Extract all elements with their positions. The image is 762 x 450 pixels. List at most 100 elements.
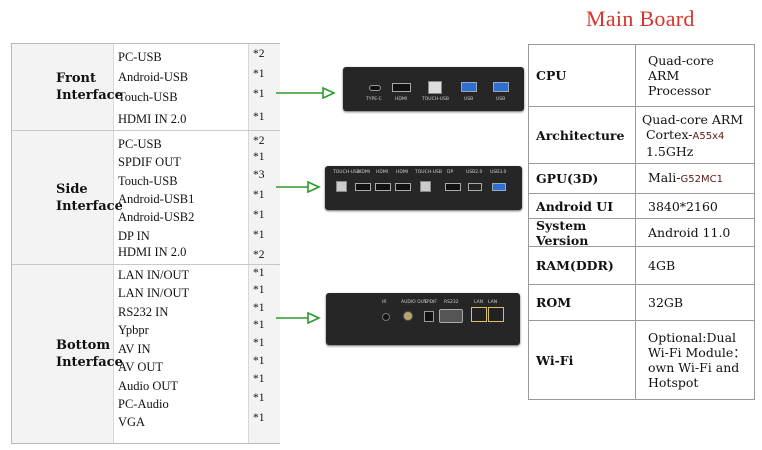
spec-row-architecture: Architecture Quad-core ARM Cortex-A55x4 … [529, 107, 754, 164]
interface-count: *1 [253, 284, 265, 296]
interface-count: *1 [253, 337, 265, 349]
interface-count: *1 [253, 373, 265, 385]
front-arrow-icon [276, 86, 336, 100]
usb-port-icon [493, 82, 509, 92]
interface-item: RS232 IN [118, 305, 169, 319]
header-line: Interface [56, 198, 123, 214]
side-arrow-icon [276, 180, 321, 194]
interface-item: Android-USB [118, 70, 189, 84]
interface-item: DP IN [118, 229, 150, 243]
port-label: RS232 [444, 300, 459, 305]
interface-count: *1 [253, 111, 265, 123]
port-label: HDMI [376, 170, 389, 175]
header-line: Side [56, 181, 88, 197]
port-label: DP [447, 170, 454, 175]
interface-count: *1 [253, 88, 265, 100]
port-label: SPDIF [424, 300, 437, 305]
interface-item: AV IN [118, 342, 151, 356]
interface-count: *1 [253, 302, 265, 314]
spec-row-rom: ROM 32GB [529, 285, 754, 321]
rs232-port-icon [439, 309, 463, 323]
bottom-interface-section: Bottom Interface LAN IN/OUT LAN IN/OUT R… [12, 265, 280, 443]
port-label: TOUCH-USB [333, 170, 360, 175]
interface-count: *2 [253, 48, 265, 60]
spec-key: Android UI [529, 194, 636, 218]
spdif-port-icon [424, 311, 434, 322]
interface-count: *1 [253, 392, 265, 404]
type-c-port-icon [369, 85, 381, 91]
port-label: USB3.0 [490, 170, 507, 175]
side-interface-section: Side Interface PC-USB SPDIF OUT Touch-US… [12, 131, 280, 265]
side-interface-header: Side Interface [12, 131, 123, 264]
interface-item: Android-USB1 [118, 192, 195, 206]
interface-count: *1 [253, 209, 265, 221]
interface-count: *1 [253, 68, 265, 80]
bottom-panel-photo: IR AUDIO OUT SPDIF RS232 LAN LAN [326, 293, 520, 345]
interface-item: HDMI IN 2.0 [118, 245, 187, 259]
port-label: USB [496, 97, 506, 102]
spec-key: ROM [529, 285, 636, 320]
interface-count: *1 [253, 229, 265, 241]
interface-count: *1 [253, 267, 265, 279]
interface-item: PC-USB [118, 50, 162, 64]
interface-item: Ypbpr [118, 323, 149, 337]
interface-item: AV OUT [118, 360, 164, 374]
port-label: IR [382, 300, 387, 305]
side-panel-photo: TOUCH-USB HDMI HDMI HDMI TOUCH-USB DP US… [325, 166, 522, 210]
touch-usb-port-icon [420, 181, 431, 192]
port-label: TYPE-C [366, 97, 382, 102]
interface-count: *1 [253, 319, 265, 331]
header-line: Bottom [56, 338, 111, 353]
header-line: Interface [56, 88, 123, 103]
port-label: TOUCH-USB [422, 97, 449, 102]
interface-item: LAN IN/OUT [118, 286, 190, 300]
interface-table: Front Interface PC-USB Android-USB Touch… [11, 43, 280, 444]
usb-port-icon [461, 82, 477, 92]
spec-key: Architecture [529, 107, 636, 163]
interface-count: *1 [253, 355, 265, 367]
spec-value: Android 11.0 [648, 225, 731, 240]
port-label: HDMI [396, 170, 409, 175]
dp-port-icon [445, 183, 461, 191]
spec-key: RAM(DDR) [529, 247, 636, 284]
port-label: HDMI [358, 170, 371, 175]
spec-key: CPU [529, 45, 636, 106]
interface-count: *3 [253, 169, 265, 181]
interface-count: *2 [253, 135, 265, 147]
port-label: HDMI [395, 97, 408, 102]
front-interface-section: Front Interface PC-USB Android-USB Touch… [12, 44, 280, 131]
lan-port-icon [471, 307, 487, 322]
ir-port-icon [382, 313, 390, 321]
hdmi-port-icon [355, 183, 371, 191]
usb-port-icon [468, 183, 482, 191]
bottom-interface-header: Bottom Interface [12, 265, 123, 443]
hdmi-port-icon [375, 183, 391, 191]
front-panel-photo: TYPE-C HDMI TOUCH-USB USB USB [343, 67, 524, 111]
touch-usb-port-icon [336, 181, 347, 192]
touch-usb-port-icon [428, 81, 442, 94]
interface-item: HDMI IN 2.0 [118, 112, 187, 126]
port-label: LAN [488, 300, 498, 305]
port-label: AUDIO OUT [401, 300, 427, 305]
interface-item: PC-Audio [118, 397, 169, 411]
interface-item: SPDIF OUT [118, 155, 181, 169]
header-line: Interface [56, 355, 123, 370]
front-interface-header: Front Interface [12, 44, 123, 130]
port-label: USB [464, 97, 474, 102]
interface-item: VGA [118, 415, 146, 429]
interface-count: *1 [253, 412, 265, 424]
bottom-arrow-icon [276, 311, 321, 325]
spec-value: 32GB [648, 295, 684, 310]
spec-key: System Version [529, 218, 636, 248]
port-label: USB2.0 [466, 170, 483, 175]
spec-row-system-version: System Version Android 11.0 [529, 218, 754, 248]
hdmi-port-icon [395, 183, 411, 191]
spec-row-ram: RAM(DDR) 4GB [529, 247, 754, 285]
hdmi-port-icon [392, 83, 411, 92]
interface-item: Android-USB2 [118, 210, 195, 224]
